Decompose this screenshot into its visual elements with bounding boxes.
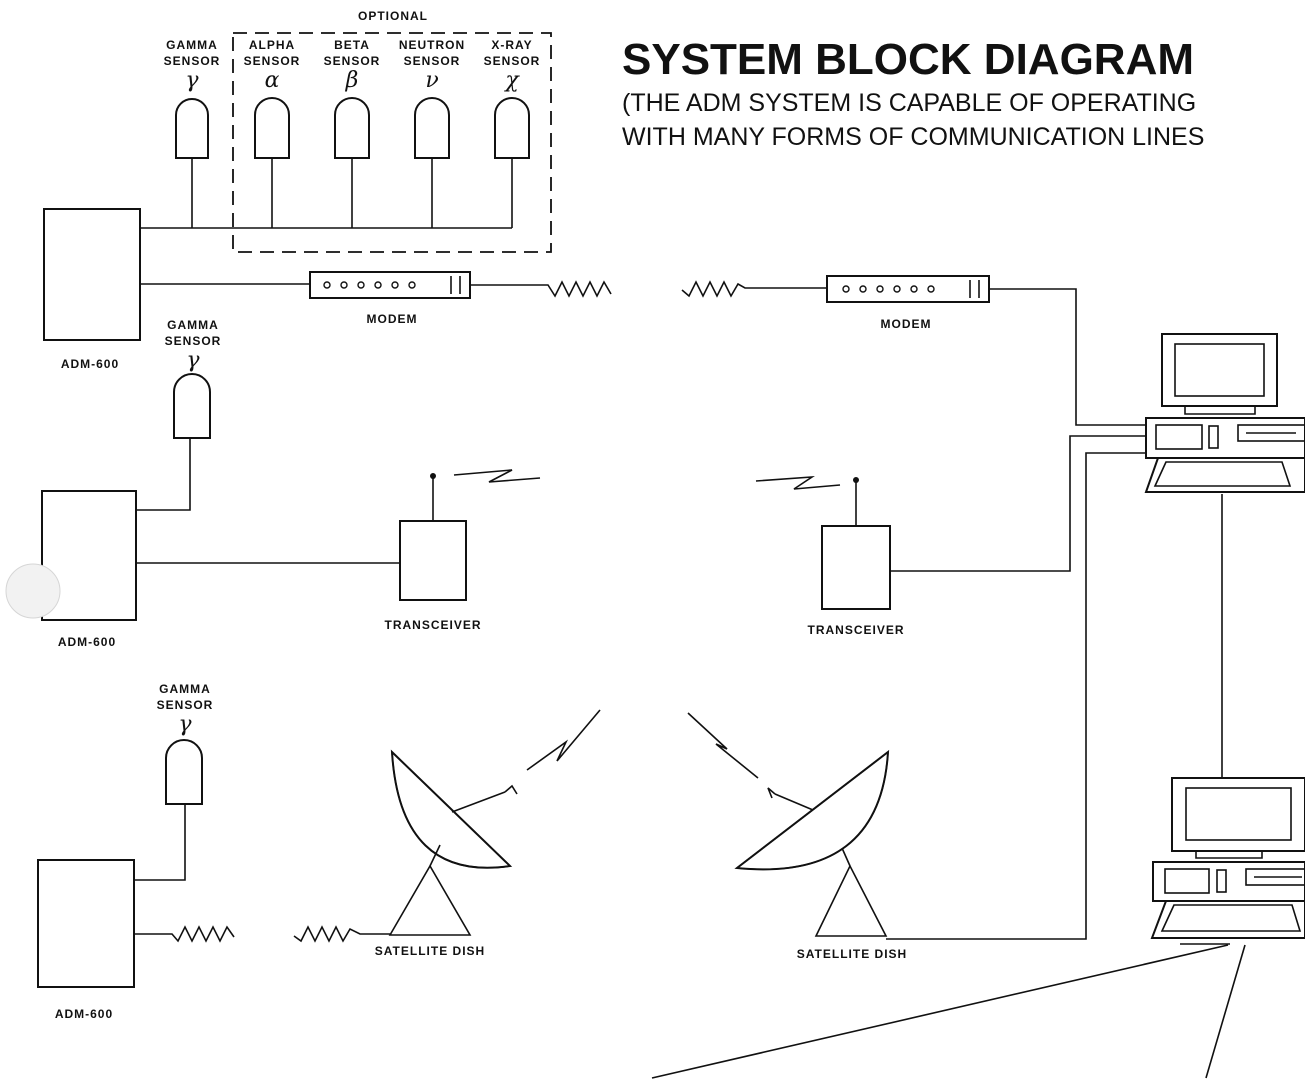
transceiver-right bbox=[755, 475, 891, 610]
alpha-sensor-icon bbox=[254, 97, 290, 159]
adm-unit-bottom bbox=[37, 859, 135, 988]
cable-line-left bbox=[651, 944, 1229, 1079]
svg-text:ALPHA: ALPHA bbox=[249, 38, 295, 52]
computer-workstation-1 bbox=[1144, 333, 1305, 493]
phone-line-left bbox=[470, 280, 612, 298]
svg-text:SENSOR: SENSOR bbox=[165, 334, 222, 348]
chi-symbol: χ bbox=[503, 68, 520, 93]
sensor-gamma-top: GAMMA SENSOR γ bbox=[164, 38, 221, 228]
sensor-xray: X-RAY SENSOR χ bbox=[484, 38, 541, 228]
gamma-sensor-icon bbox=[173, 373, 211, 439]
transceiver-left-label: TRANSCEIVER bbox=[384, 618, 481, 632]
subtitle-line-1: (THE ADM SYSTEM IS CAPABLE OF OPERATING bbox=[622, 89, 1196, 117]
radio-signal-right bbox=[755, 475, 841, 490]
alpha-symbol: α bbox=[265, 68, 280, 93]
satellite-feed-wave-left bbox=[293, 925, 390, 943]
sensor-beta: BETA SENSOR β bbox=[324, 38, 381, 228]
adm-label-top: ADM-600 bbox=[61, 357, 119, 371]
gamma-sensor-icon bbox=[175, 98, 209, 159]
sensor-neutron: NEUTRON SENSOR ν bbox=[399, 38, 465, 228]
computer-workstation-2 bbox=[1150, 777, 1305, 945]
svg-text:GAMMA: GAMMA bbox=[167, 318, 219, 332]
neutron-sensor-icon bbox=[414, 97, 450, 159]
satellite-dish-left bbox=[388, 709, 601, 936]
svg-text:SENSOR: SENSOR bbox=[324, 54, 381, 68]
adm-unit-mid bbox=[41, 490, 137, 621]
satellite-uplink-wave-left bbox=[134, 925, 235, 943]
gamma-symbol: γ bbox=[186, 348, 200, 373]
svg-text:GAMMA: GAMMA bbox=[166, 38, 218, 52]
svg-text:X-RAY: X-RAY bbox=[491, 38, 532, 52]
svg-text:SENSOR: SENSOR bbox=[164, 54, 221, 68]
downlink-signal-right bbox=[687, 712, 759, 779]
transceiver-right-label: TRANSCEIVER bbox=[807, 623, 904, 637]
cable-line-right bbox=[1205, 944, 1246, 1079]
gamma-sensor-icon bbox=[165, 739, 203, 805]
sensor-gamma-bottom: GAMMA SENSOR γ bbox=[133, 682, 214, 881]
radio-signal-left bbox=[453, 469, 541, 483]
modem-left bbox=[309, 271, 471, 299]
xray-sensor-icon bbox=[494, 97, 530, 159]
modem-left-label: MODEM bbox=[367, 312, 418, 326]
gamma-symbol: γ bbox=[178, 712, 192, 737]
svg-text:NEUTRON: NEUTRON bbox=[399, 38, 465, 52]
sensor-gamma-mid: GAMMA SENSOR γ bbox=[135, 318, 222, 511]
modem-right bbox=[826, 275, 990, 303]
svg-text:SENSOR: SENSOR bbox=[244, 54, 301, 68]
beta-symbol: β bbox=[345, 68, 359, 93]
adm-label-mid: ADM-600 bbox=[58, 635, 116, 649]
uplink-signal-left bbox=[526, 709, 601, 771]
adm-label-bottom: ADM-600 bbox=[55, 1007, 113, 1021]
scan-artifact-circle bbox=[5, 563, 61, 619]
modem-right-label: MODEM bbox=[881, 317, 932, 331]
nu-symbol: ν bbox=[425, 68, 438, 93]
svg-text:BETA: BETA bbox=[334, 38, 370, 52]
svg-text:SENSOR: SENSOR bbox=[484, 54, 541, 68]
phone-line-right bbox=[681, 280, 827, 298]
optional-sensors-group bbox=[232, 32, 552, 253]
svg-text:SENSOR: SENSOR bbox=[404, 54, 461, 68]
adm-unit-top bbox=[43, 208, 141, 341]
diagram-title: SYSTEM BLOCK DIAGRAM bbox=[622, 35, 1194, 84]
satellite-dish-right bbox=[687, 712, 890, 937]
svg-text:GAMMA: GAMMA bbox=[159, 682, 211, 696]
gamma-symbol: γ bbox=[185, 68, 199, 93]
transceiver-left bbox=[399, 469, 541, 601]
beta-sensor-icon bbox=[334, 97, 370, 159]
dish-left-label: SATELLITE DISH bbox=[375, 944, 485, 958]
optional-label: OPTIONAL bbox=[358, 9, 428, 23]
svg-text:SENSOR: SENSOR bbox=[157, 698, 214, 712]
dish-right-label: SATELLITE DISH bbox=[797, 947, 907, 961]
subtitle-line-2: WITH MANY FORMS OF COMMUNICATION LINES bbox=[622, 123, 1204, 151]
sensor-alpha: ALPHA SENSOR α bbox=[244, 38, 301, 228]
